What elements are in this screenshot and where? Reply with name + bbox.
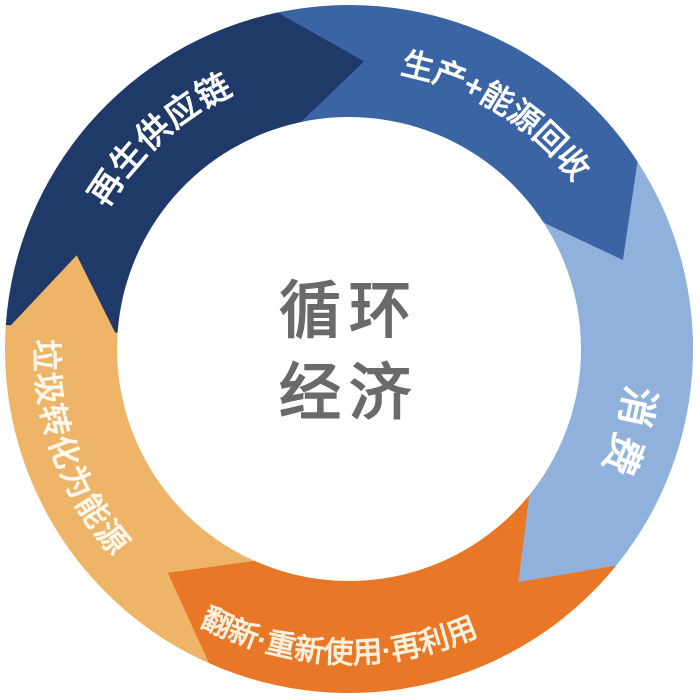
center-title: 循环 经济 (279, 277, 419, 428)
segment-consumption: 消费 (518, 161, 694, 582)
center-title-line1: 循环 (279, 277, 419, 346)
segment-refurbish-reuse-recycle-arc (167, 495, 617, 694)
segment-regenerated-supply-chain-arc (5, 12, 365, 333)
center-title-line2: 经济 (279, 359, 419, 428)
segment-waste-to-energy-arc (4, 255, 255, 664)
segment-refurbish-reuse-recycle: 翻新·重新使用·再利用 (167, 495, 617, 694)
segment-consumption-arc (518, 161, 694, 582)
segment-production-plus-energy-recovery-arc (277, 4, 638, 260)
waste-to-energy-arrow-tip-icon (5, 255, 118, 337)
